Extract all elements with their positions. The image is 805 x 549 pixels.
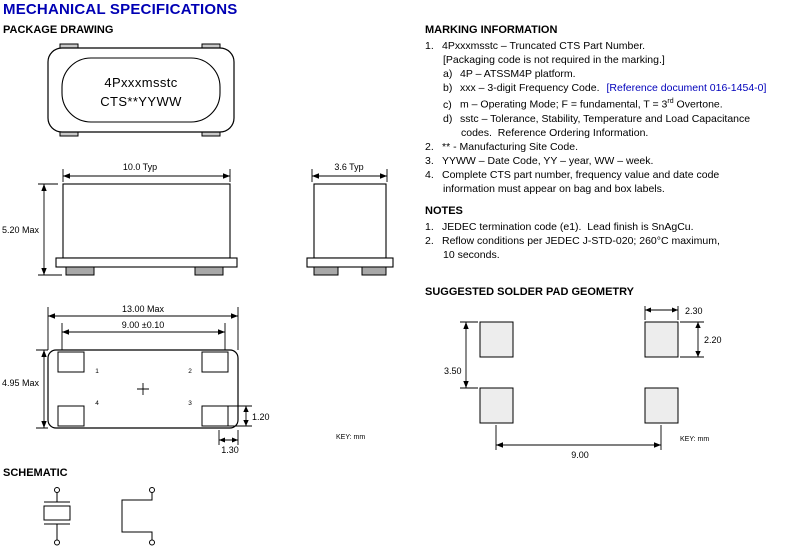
list-item: 2.Reflow conditions per JEDEC J-STD-020;… [425, 235, 720, 248]
pad-number-2: 2 [188, 368, 192, 375]
case-symbol [121, 487, 155, 546]
pad-number-1: 1 [95, 368, 99, 375]
dim-10-0-typ: 10.0 Typ [62, 162, 231, 182]
svg-text:3.50: 3.50 [444, 366, 462, 376]
dim-13-00-max: 13.00 Max [47, 304, 239, 350]
list-item: a)4P – ATSSM4P platform. [443, 68, 576, 81]
svg-text:3.6 Typ: 3.6 Typ [334, 162, 363, 172]
list-item: b)xxx – 3-digit Frequency Code.[Referenc… [443, 82, 767, 95]
dim-1-20: 1.20 [228, 405, 270, 427]
bottom-view-drawing: 13.00 Max 9.00 ±0.10 1 2 3 4 [2, 304, 365, 455]
notes-list: 1.JEDEC termination code (e1). Lead fini… [425, 220, 803, 262]
svg-text:4.95 Max: 4.95 Max [2, 378, 40, 388]
end-view-body [306, 183, 394, 276]
dim-4-95-max: 4.95 Max [2, 349, 48, 429]
svg-text:5.20 Max: 5.20 Max [2, 225, 40, 235]
list-item: 1.JEDEC termination code (e1). Lead fini… [425, 221, 694, 233]
dim-9-00: 9.00 ±0.10 [61, 320, 226, 352]
dim-3-50: 3.50 [444, 321, 478, 389]
dim-1-30: 1.30 [218, 430, 239, 455]
list-item: [Packaging code is not required in the m… [443, 54, 665, 67]
dim-2-20: 2.20 [680, 321, 722, 358]
svg-text:9.00 ±0.10: 9.00 ±0.10 [122, 320, 164, 330]
side-view-body [55, 183, 238, 276]
package-drawing-heading: PACKAGE DRAWING [3, 24, 114, 36]
list-item: 2.** - Manufacturing Site Code. [425, 141, 578, 154]
svg-text:13.00 Max: 13.00 Max [122, 304, 165, 314]
solder-pad-drawing: 2.30 2.20 3.50 9.00 KEY: mm [444, 306, 722, 460]
package-outline [47, 43, 235, 137]
top-view-drawing: 4Pxxxmsstc CTS**YYWW [47, 43, 235, 137]
key-units-label: KEY: mm [680, 436, 709, 443]
list-item: c)m – Operating Mode; F = fundamental, T… [443, 98, 723, 111]
reference-document-link: [Reference document 016-1454-0] [606, 82, 767, 95]
pad-number-3: 3 [188, 400, 192, 407]
marking-information-list: 1.4Pxxxmsstc – Truncated CTS Part Number… [425, 39, 803, 197]
marking-line-1: 4Pxxxmsstc [104, 75, 177, 90]
side-end-view-drawing: 10.0 Typ 5.20 Max 3.6 Typ [2, 162, 394, 276]
marking-information-heading: MARKING INFORMATION [425, 24, 558, 36]
schematic-drawing [43, 487, 155, 546]
notes-heading: NOTES [425, 205, 463, 217]
marking-line-2: CTS**YYWW [100, 94, 182, 109]
svg-text:2.30: 2.30 [685, 306, 703, 316]
dim-2-30: 2.30 [644, 306, 703, 320]
key-units-label: KEY: mm [336, 434, 365, 441]
svg-text:1.20: 1.20 [252, 412, 270, 422]
crystal-symbol [43, 487, 71, 546]
pad-number-4: 4 [95, 400, 99, 407]
bottom-view-body [47, 349, 239, 429]
svg-text:9.00: 9.00 [571, 450, 589, 460]
list-item: 1.4Pxxxmsstc – Truncated CTS Part Number… [425, 40, 646, 52]
solder-pad-geometry-heading: SUGGESTED SOLDER PAD GEOMETRY [425, 286, 635, 298]
solder-pads [479, 321, 679, 424]
list-item: 10 seconds. [443, 249, 500, 262]
svg-text:10.0 Typ: 10.0 Typ [123, 162, 157, 172]
svg-text:1.30: 1.30 [221, 445, 239, 455]
dim-9-00-pitch: 9.00 [495, 425, 662, 460]
list-item: 4.Complete CTS part number, frequency va… [425, 169, 720, 182]
list-item: d)sstc – Tolerance, Stability, Temperatu… [443, 112, 751, 125]
list-item: information must appear on bag and box l… [443, 183, 665, 196]
dim-5-20-max: 5.20 Max [2, 183, 62, 276]
list-item: codes. Reference Ordering Information. [461, 127, 649, 140]
schematic-heading: SCHEMATIC [3, 467, 68, 479]
dim-3-6-typ: 3.6 Typ [311, 162, 388, 182]
svg-text:2.20: 2.20 [704, 335, 722, 345]
list-item: 3.YYWW – Date Code, YY – year, WW – week… [425, 155, 654, 168]
page-title: MECHANICAL SPECIFICATIONS [3, 1, 238, 18]
